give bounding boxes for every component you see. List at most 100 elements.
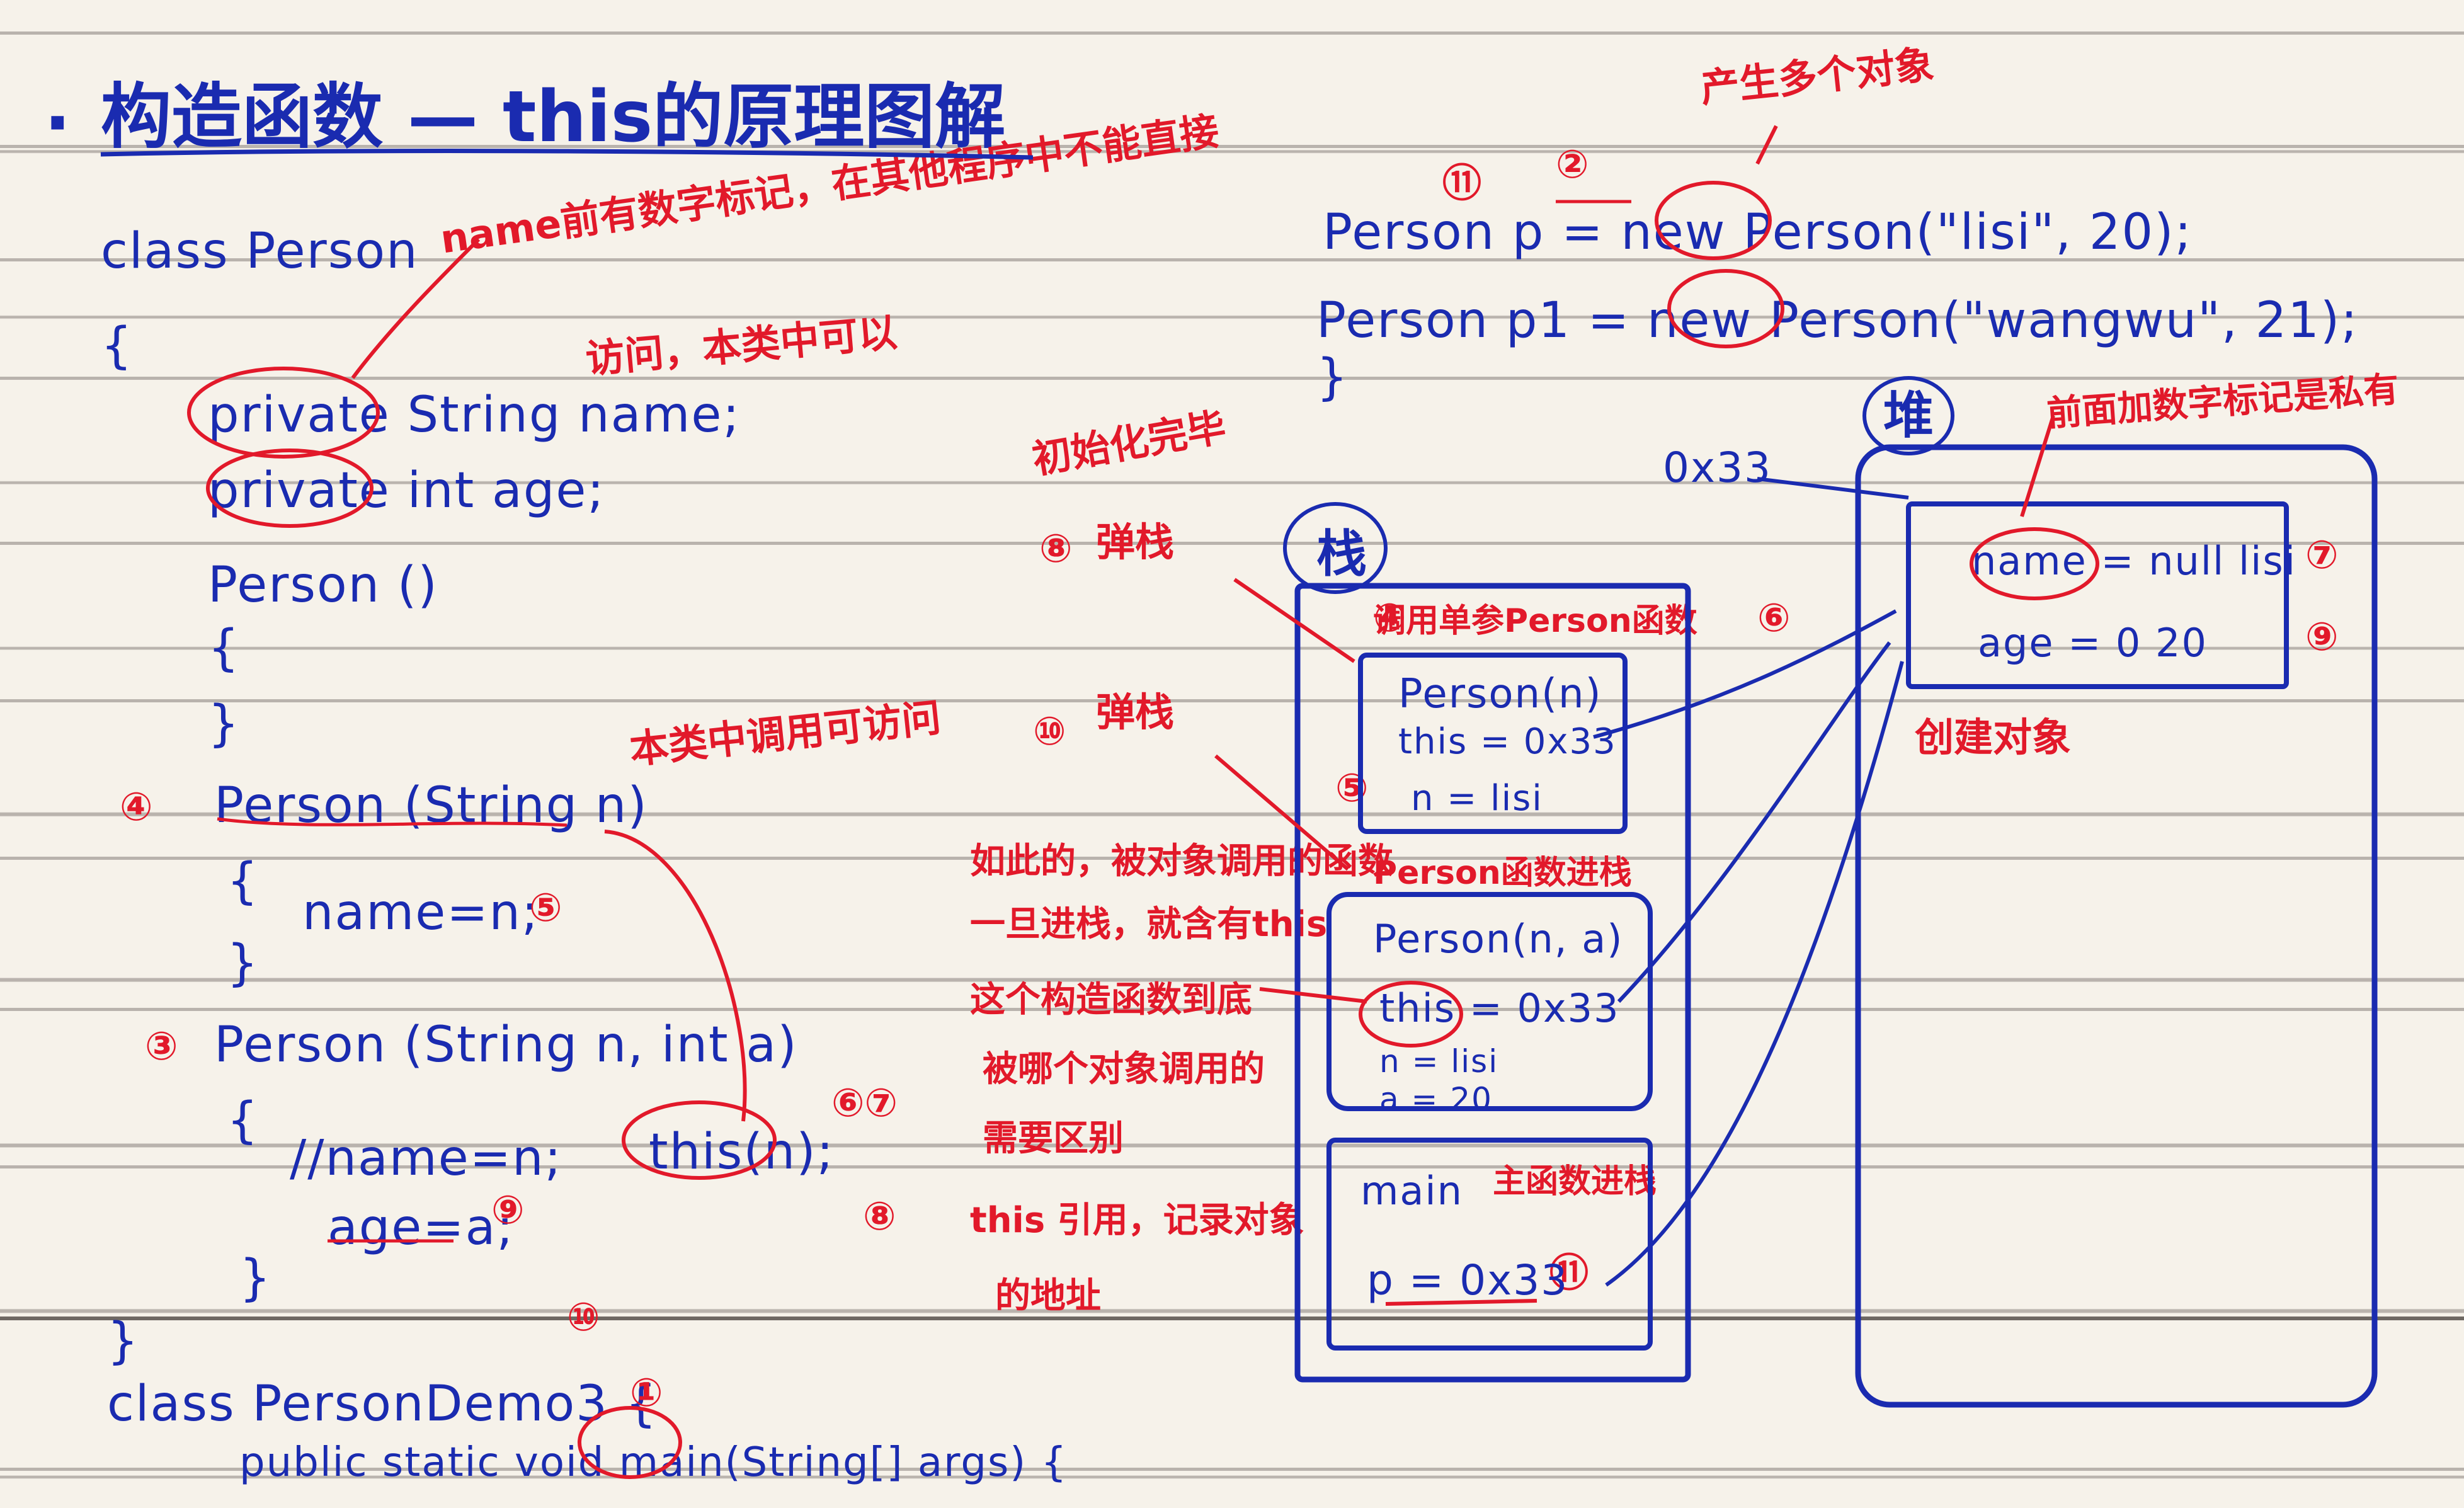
code-ctor2-close: } <box>239 1250 272 1306</box>
this-arrow-1 <box>1593 609 1897 739</box>
code-ctor1: Person (String n) <box>214 777 648 834</box>
marker-6: ⑥ <box>1757 595 1791 641</box>
note-pop-8: 弹栈 <box>1096 519 1175 565</box>
stack-frame3-title: main <box>1360 1168 1463 1214</box>
stack-label: 栈 <box>1316 525 1367 583</box>
code-ctor0-close: } <box>208 695 241 752</box>
marker-6-7: ⑥⑦ <box>831 1080 898 1126</box>
ruled-line <box>0 31 2464 35</box>
marker-7: ⑦ <box>2305 532 2339 578</box>
arrow-pop-8 <box>1233 578 1355 663</box>
bullet: · <box>44 83 71 164</box>
circle-person-1 <box>1655 181 1772 260</box>
circle-private-age <box>206 448 374 528</box>
marker-3: ③ <box>145 1023 178 1069</box>
code-ctor2-open: { <box>227 1092 260 1149</box>
code-main-signature: public static void main(String[] args) { <box>239 1439 1068 1486</box>
marker-5: ⑤ <box>529 884 562 930</box>
ruled-line <box>0 1165 2464 1168</box>
circle-heap-name <box>1970 527 2099 600</box>
marker-9: ⑨ <box>491 1187 525 1233</box>
note-this-3: 这个构造函数到底 <box>970 980 1252 1020</box>
marker-11: ⑪ <box>1549 1250 1589 1296</box>
address-arrow <box>1757 477 1909 500</box>
ruled-line <box>0 145 2464 148</box>
marker-4-stack: ④ <box>1373 595 1406 641</box>
stack-frame-3 <box>1326 1138 1653 1351</box>
underline-ctor1 <box>217 817 568 827</box>
marker-4: ④ <box>120 784 153 830</box>
arrow-pop-10 <box>1214 754 1349 871</box>
arrow-heap-note <box>2020 415 2055 517</box>
code-open-brace: { <box>101 317 134 374</box>
code-ctor0-open: { <box>208 620 241 677</box>
stack-frame-1 <box>1358 653 1628 834</box>
note-this-ref-2: 的地址 <box>995 1276 1101 1317</box>
circle-this-stack <box>1359 981 1463 1048</box>
arrow-this-explain <box>1259 987 1367 1003</box>
circle-private-name <box>187 367 380 459</box>
code-class-person: class Person <box>101 223 419 280</box>
marker-8: ⑧ <box>863 1193 896 1239</box>
ruled-line <box>0 377 2464 380</box>
code-class-demo: class PersonDemo3 { <box>107 1376 658 1432</box>
stack-frame1-this: this = 0x33 <box>1398 721 1617 762</box>
code-ctor2-this-call: this(n); <box>649 1124 835 1180</box>
note-pop-10: 弹栈 <box>1096 689 1175 735</box>
code-ctor2-age: age=a; <box>328 1199 515 1256</box>
code-ctor2-commented: //name=n; <box>290 1130 562 1187</box>
code-ctor1-close: } <box>227 935 260 991</box>
code-new-p1: Person p1 = new Person("wangwu", 21); <box>1316 292 2359 349</box>
note-step1: 主函数进栈 <box>1493 1163 1657 1201</box>
underline-p <box>1385 1299 1537 1306</box>
marker-10a: ⑩ <box>1033 708 1066 754</box>
heap-box <box>1855 444 2378 1408</box>
code-private-name: private String name; <box>208 387 741 443</box>
note-step3: Person函数进栈 <box>1373 854 1632 892</box>
heap-label-circle <box>1862 376 1954 455</box>
this-arrow-2 <box>1617 641 1891 1003</box>
marker-1: ① <box>630 1369 663 1415</box>
code-private-age: private int age; <box>208 462 605 519</box>
stack-frame2-n: n = lisi <box>1379 1043 1499 1080</box>
code-ctor2: Person (String n, int a) <box>214 1017 798 1073</box>
note-this-4: 被哪个对象调用的 <box>983 1049 1265 1090</box>
ruled-line <box>0 542 2464 545</box>
ruled-line <box>0 1468 2464 1471</box>
note-this-5: 需要区别 <box>983 1118 1124 1159</box>
marker-11-top: ⑪ <box>1442 160 1482 206</box>
circle-main <box>578 1406 682 1479</box>
stack-frame2-title: Person(n, a) <box>1373 916 1624 962</box>
page-title: 构造函数 — this的原理图解 <box>101 76 1006 158</box>
arrow-this-call <box>604 830 747 1122</box>
code-new-p: Person p = new Person("lisi", 20); <box>1323 204 2193 261</box>
stack-frame3-p: p = 0x33 <box>1367 1256 1569 1305</box>
stack-box <box>1294 583 1691 1383</box>
code-ctor0: Person () <box>208 557 438 614</box>
stack-frame1-n: n = lisi <box>1411 778 1543 819</box>
note-step2: 创建对象 <box>1915 714 2072 760</box>
code-close-brace: } <box>107 1313 140 1369</box>
heap-label: 堆 <box>1883 386 1934 445</box>
title-underline <box>100 149 1034 160</box>
arrow-private-note <box>351 237 481 379</box>
arrow-create-two <box>1755 125 1778 165</box>
marker-8a: ⑧ <box>1039 525 1073 571</box>
code-ctor1-open: { <box>227 853 260 910</box>
ruled-line <box>0 699 2464 702</box>
code-close-main: } <box>1316 349 1349 406</box>
circle-this-call <box>622 1100 777 1180</box>
heap-object <box>1906 501 2289 689</box>
heap-address: 0x33 <box>1663 443 1772 492</box>
note-this-2: 一旦进栈，就含有this <box>970 904 1328 945</box>
ruled-line <box>0 258 2464 261</box>
stack-frame2-this: this = 0x33 <box>1379 985 1620 1031</box>
stack-frame-2 <box>1326 892 1653 1111</box>
ruled-line <box>0 857 2464 860</box>
heap-age-field: age = 0 20 <box>1978 620 2208 666</box>
note-step4: 调用单参Person函数 <box>1373 602 1697 640</box>
p-arrow <box>1605 661 1904 1287</box>
marker-2-top: ② <box>1556 141 1589 187</box>
